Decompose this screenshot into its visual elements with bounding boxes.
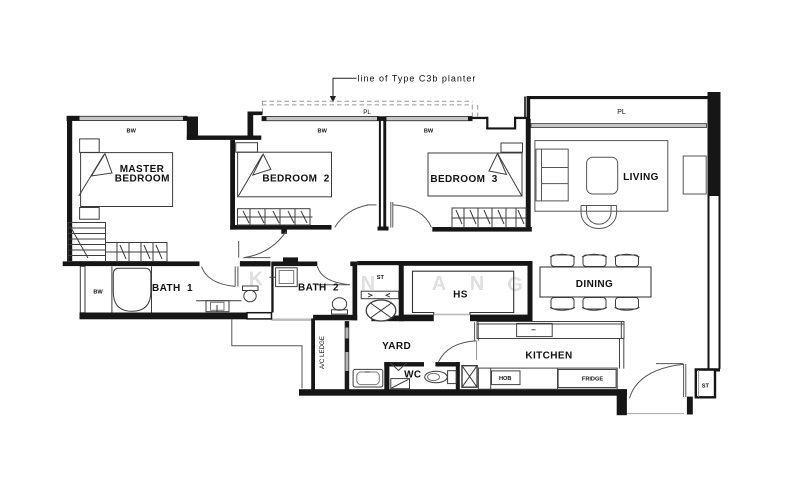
svg-text:DINING: DINING [576,279,613,290]
svg-text:A/C LEDGE: A/C LEDGE [319,336,326,369]
svg-text:K: K [249,269,264,291]
svg-text:line of Type C3b planter: line of Type C3b planter [358,73,477,83]
svg-text:HS: HS [453,289,468,300]
svg-text:FRIDGE: FRIDGE [582,377,603,383]
svg-text:ST: ST [377,275,385,281]
svg-text:A: A [432,273,446,295]
svg-text:YARD: YARD [382,341,411,352]
svg-text:BW: BW [424,128,434,134]
svg-text:KITCHEN: KITCHEN [525,351,572,362]
svg-text:G: G [507,274,523,296]
svg-text:PL: PL [363,109,371,116]
svg-text:BEDROOM 3: BEDROOM 3 [430,174,497,185]
svg-text:BEDROOM: BEDROOM [115,173,170,184]
svg-text:PL: PL [617,109,626,116]
svg-text:WC: WC [404,370,421,381]
svg-text:LIVING: LIVING [623,172,659,183]
svg-text:BW: BW [318,128,328,134]
svg-text:MASTER: MASTER [120,164,165,175]
svg-text:BW: BW [93,289,103,295]
svg-text:ST: ST [702,383,710,389]
svg-text:BEDROOM 2: BEDROOM 2 [262,174,329,185]
svg-text:N: N [361,273,375,295]
svg-text:BATH 2: BATH 2 [298,282,339,293]
svg-text:BW: BW [127,128,137,134]
svg-text:BATH 1: BATH 1 [152,283,193,294]
svg-text:HOB: HOB [499,376,511,382]
svg-text:N: N [470,273,484,295]
